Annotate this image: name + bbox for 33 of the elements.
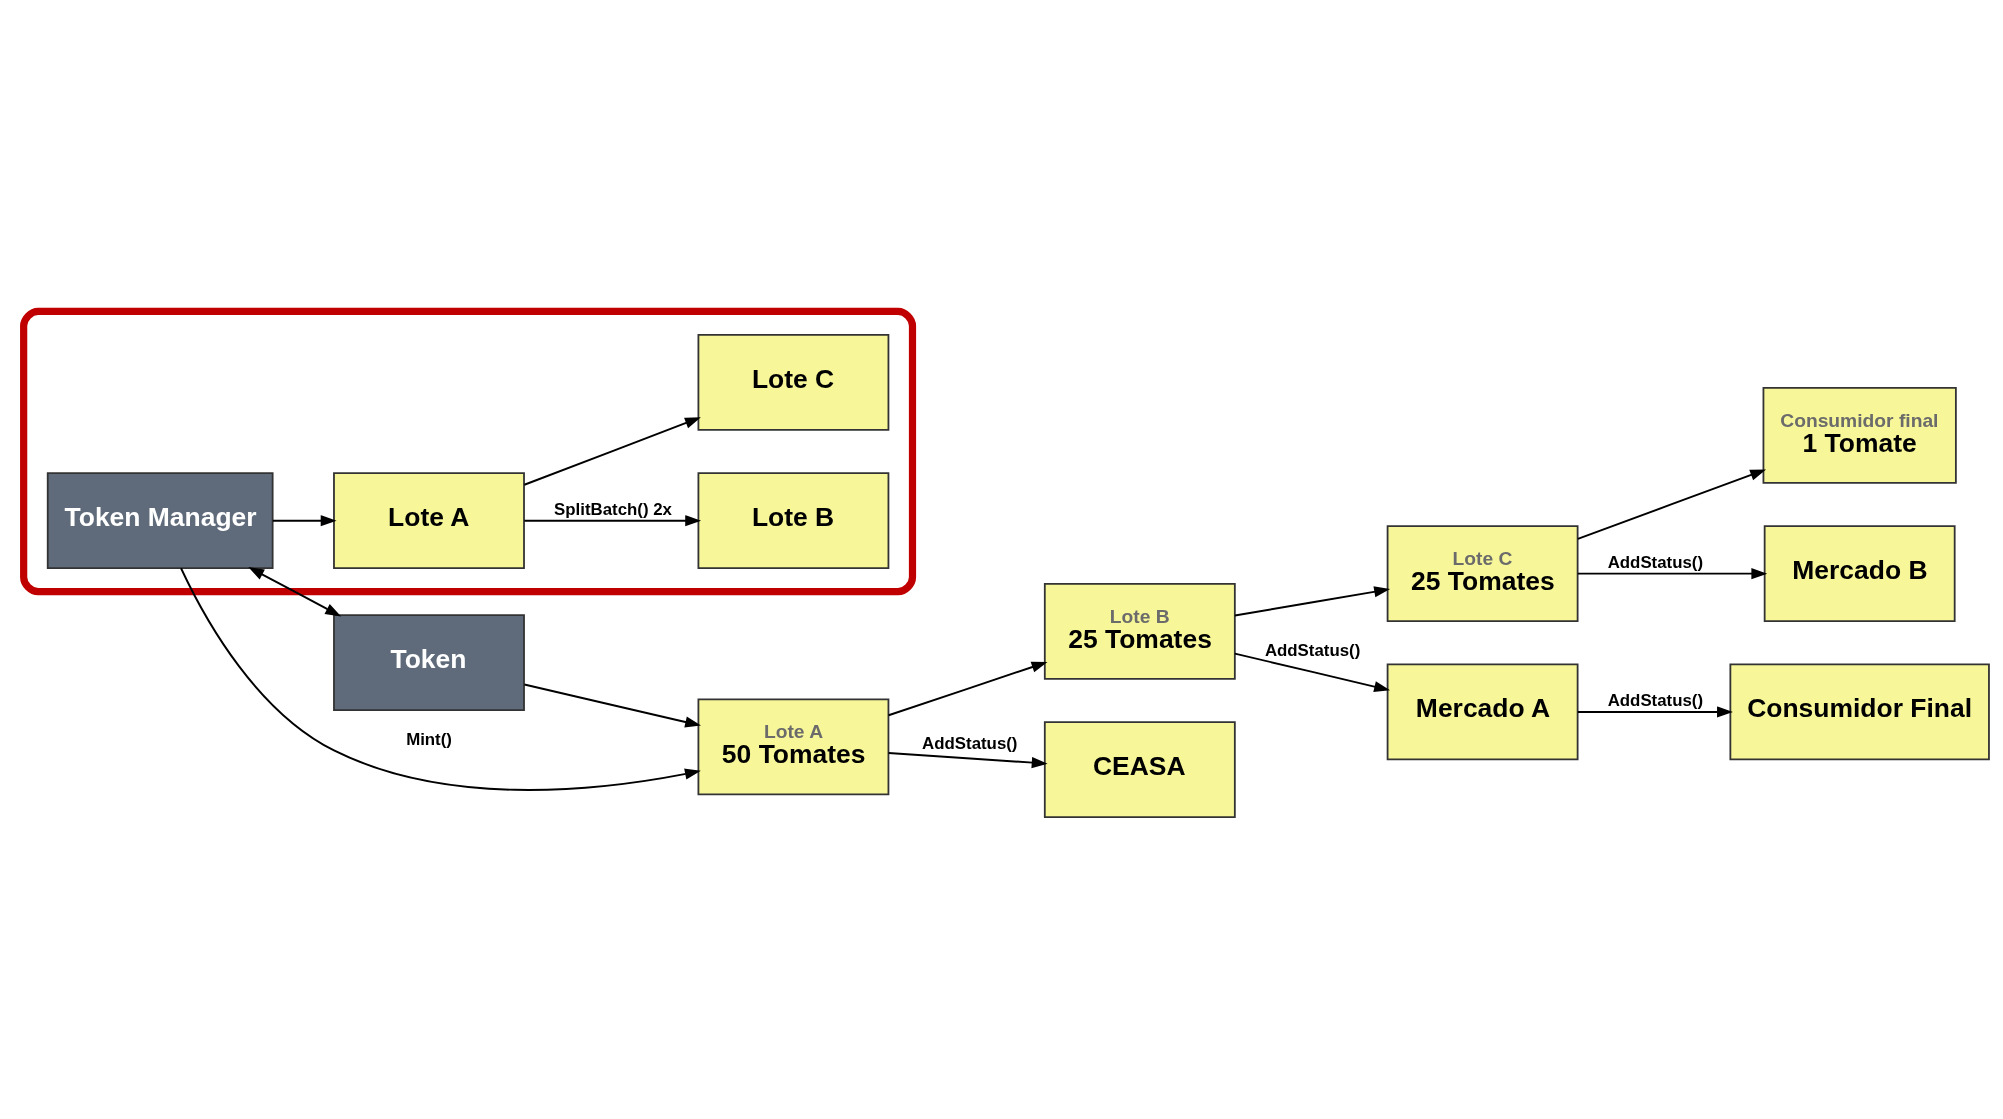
arrow xyxy=(887,752,1048,769)
node-box: Lote B xyxy=(697,472,890,570)
edge-label: AddStatus() xyxy=(1607,691,1704,711)
node-box: Lote C xyxy=(697,334,890,431)
arrow xyxy=(1576,568,1768,580)
node-box: Mercado B xyxy=(1763,525,1956,623)
arrow xyxy=(248,567,342,617)
node-box: Token xyxy=(333,614,525,712)
edge-label: Mint() xyxy=(406,729,452,749)
arrow xyxy=(523,683,702,728)
node-box: Consumidor final 1 Tomate xyxy=(1762,386,1957,484)
edge-label: AddStatus() xyxy=(922,734,1018,754)
arrow xyxy=(180,567,701,791)
node-box: Lote C 25 Tomates xyxy=(1386,525,1579,623)
edge-label: SplitBatch() 2x xyxy=(554,499,672,519)
edge-label: AddStatus() xyxy=(1607,552,1704,572)
node-box: Lote B 25 Tomates xyxy=(1043,582,1236,680)
cluster xyxy=(20,307,917,596)
arrow xyxy=(523,417,701,486)
arrow xyxy=(1233,586,1391,617)
edge-label: AddStatus() xyxy=(1264,640,1361,660)
node-box: Token Manager xyxy=(46,472,274,570)
arrow xyxy=(1576,706,1733,718)
arrow xyxy=(1576,469,1767,540)
node-box: Lote A xyxy=(333,472,525,570)
arrow xyxy=(887,661,1048,717)
node-box: Lote A 50 Tomates xyxy=(697,698,890,796)
node-box: CEASA xyxy=(1043,721,1236,819)
arrow xyxy=(523,515,702,527)
node-box: Consumidor Final xyxy=(1729,663,1990,761)
node-box: Mercado A xyxy=(1386,663,1579,761)
arrow xyxy=(1233,652,1391,693)
arrow xyxy=(271,515,337,527)
